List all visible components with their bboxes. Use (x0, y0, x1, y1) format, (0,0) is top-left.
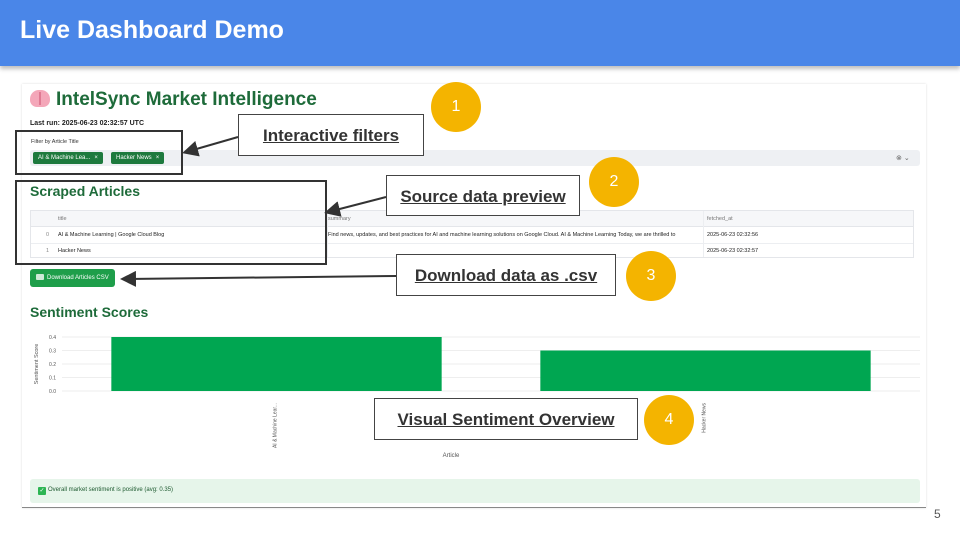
row-divider (31, 243, 913, 244)
callout-label: Visual Sentiment Overview (397, 410, 615, 429)
table-cell-title[interactable]: AI & Machine Learning | Google Cloud Blo… (58, 232, 165, 238)
y-tick-label: 0.4 (49, 335, 56, 341)
callout-label: Interactive filters (262, 126, 400, 145)
check-icon: ✓ (38, 487, 46, 495)
callout-badge: 2 (589, 157, 639, 207)
clear-icon[interactable]: ⊗ (896, 155, 902, 162)
y-tick-label: 0.1 (49, 376, 56, 382)
y-tick-label: 0.3 (49, 349, 56, 355)
bar (111, 337, 442, 391)
chevron-down-icon[interactable]: ⌄ (903, 155, 910, 162)
callout-badge: 1 (431, 82, 481, 132)
last-run: Last run: 2025-06-23 02:32:57 UTC (30, 120, 144, 127)
highlight-filters (15, 130, 183, 175)
callout-filters: Interactive filters (238, 114, 424, 156)
filter-chip-ai[interactable]: AI & Machine Lea...× (33, 152, 103, 164)
y-tick-label: 0.0 (49, 389, 56, 395)
section-title-articles: Scraped Articles (30, 183, 140, 199)
table-header (31, 211, 913, 227)
filter-controls[interactable]: ⊗ ⌄ (896, 154, 910, 162)
slide-title: Live Dashboard Demo (20, 16, 284, 44)
remove-chip-icon[interactable]: × (155, 155, 160, 161)
column-header-summary[interactable]: summary (328, 216, 351, 222)
callout-download: Download data as .csv (396, 254, 616, 296)
table-cell-title[interactable]: Hacker News (58, 248, 91, 254)
slide-number: 5 (934, 507, 941, 521)
column-divider (703, 211, 704, 257)
row-index: 0 (46, 232, 50, 238)
filter-label: Filter by Article Title (31, 139, 79, 145)
highlight-articles (15, 180, 327, 265)
column-header-title[interactable]: title (58, 216, 67, 222)
remove-chip-icon[interactable]: × (94, 155, 98, 161)
column-divider (327, 211, 328, 257)
slide-header: Live Dashboard Demo (0, 0, 960, 66)
table-cell-summary[interactable]: Find news, updates, and best practices f… (328, 232, 676, 238)
callout-label: Source data preview (400, 187, 566, 206)
column-header-fetched[interactable]: fetched_at (707, 216, 733, 222)
divider (22, 507, 926, 508)
y-axis-label: Sentiment Score (34, 344, 40, 385)
x-axis-label: Article (443, 453, 460, 459)
row-index: 1 (46, 248, 50, 254)
bar (540, 350, 871, 391)
x-tick-label: Hacker News (702, 403, 708, 433)
section-title-sentiment: Sentiment Scores (30, 304, 149, 320)
filter-chip-hacker-news[interactable]: Hacker News× (111, 152, 165, 164)
callout-badge: 3 (626, 251, 676, 301)
callout-badge: 4 (644, 395, 694, 445)
success-message: ✓Overall market sentiment is positive (a… (38, 487, 174, 495)
download-icon (36, 274, 44, 280)
y-tick-label: 0.2 (49, 362, 56, 368)
brain-icon (30, 90, 50, 107)
download-csv-button[interactable]: Download Articles CSV (30, 269, 115, 287)
callout-source: Source data preview (386, 175, 580, 216)
success-alert (30, 479, 920, 503)
callout-label: Download data as .csv (414, 266, 598, 285)
x-tick-label: AI & Machine Lear... (273, 403, 279, 448)
callout-visual: Visual Sentiment Overview (374, 398, 638, 440)
app-title: IntelSync Market Intelligence (30, 89, 317, 111)
table-cell-fetched[interactable]: 2025-06-23 02:32:56 (707, 232, 759, 238)
table-cell-fetched[interactable]: 2025-06-23 02:32:57 (707, 248, 759, 254)
